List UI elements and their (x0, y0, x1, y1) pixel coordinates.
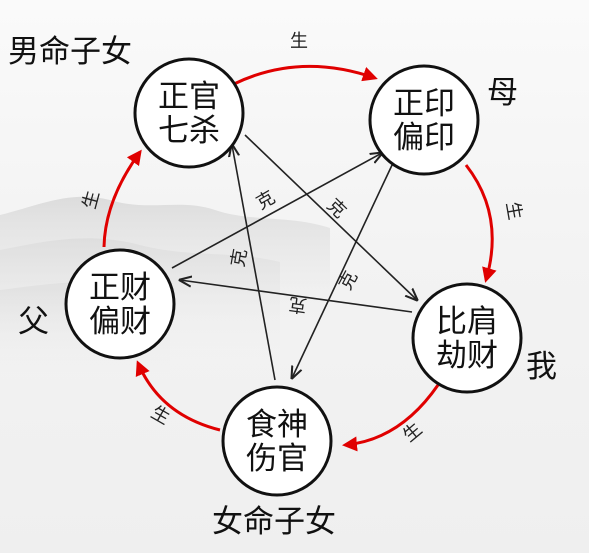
arrow-yin-to-shi (292, 162, 394, 378)
arrow-guan-to-yin (233, 64, 378, 86)
node-bi: 比肩 劫财 (411, 282, 523, 394)
arrow-shi-to-cai (135, 360, 221, 432)
label-self: 我 (526, 349, 557, 385)
node-bi-line2: 劫财 (436, 338, 498, 374)
node-shi-line2: 伤官 (246, 441, 308, 477)
node-yin: 正印 偏印 (368, 64, 480, 176)
label-father: 父 (18, 304, 49, 340)
label-mother: 母 (487, 75, 518, 111)
node-guan-line1: 正官 (158, 79, 220, 115)
label-ke-5: 克 (288, 293, 309, 316)
label-ke-2: 克 (323, 195, 351, 223)
label-ke-4: 克 (335, 268, 362, 294)
arrow-bi-to-cai (180, 280, 413, 313)
arrow-guan-to-bi (244, 134, 417, 300)
control-star (171, 134, 417, 381)
node-yin-line2: 偏印 (393, 120, 455, 156)
generate-cycle (102, 64, 497, 452)
arrow-cai-to-guan (102, 149, 142, 248)
node-cai: 正财 偏财 (64, 248, 176, 360)
arrow-cai-to-yin (171, 153, 382, 269)
label-sheng-right: 生 (502, 200, 526, 221)
node-yin-line1: 正印 (393, 86, 455, 122)
node-guan-line2: 七杀 (158, 113, 220, 149)
label-male-children: 男命子女 (8, 34, 132, 70)
node-cai-line2: 偏财 (89, 304, 151, 340)
label-female-children: 女命子女 (212, 504, 336, 540)
node-cai-line1: 正财 (89, 270, 151, 306)
node-bi-line1: 比肩 (436, 304, 498, 340)
label-sheng-left: 生 (79, 188, 104, 211)
arrow-bi-to-shi (342, 384, 440, 452)
arrow-yin-to-bi (464, 164, 497, 283)
node-shi-line1: 食神 (246, 407, 308, 443)
node-shi: 食神 伤官 (221, 385, 333, 497)
node-guan: 正官 七杀 (133, 57, 245, 169)
label-sheng-top: 生 (290, 31, 308, 52)
label-ke-3: 克 (228, 247, 252, 268)
arrow-shi-to-guan (232, 145, 276, 381)
label-ke-1: 克 (253, 187, 279, 214)
